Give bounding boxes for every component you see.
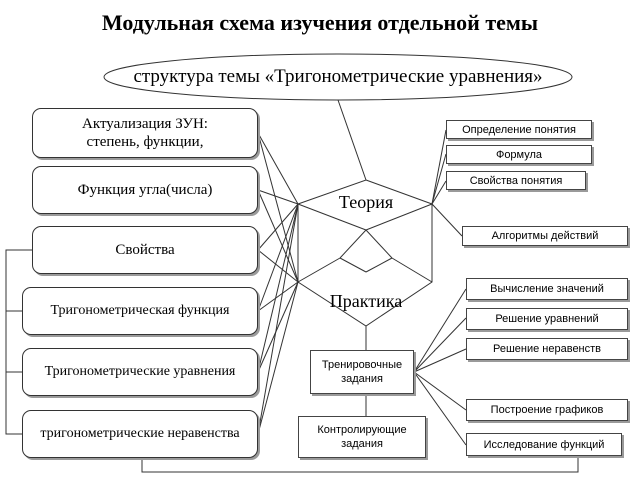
theory-label: Теория [338, 192, 394, 212]
practice-solve-equations: Решение уравнений [466, 308, 628, 330]
block-trig-inequalities: тригонометрические неравенства [22, 410, 258, 458]
block-angle-function: Функция угла(числа) [32, 166, 258, 214]
practice-study-functions: Исследование функций [466, 433, 622, 456]
block-actualization: Актуализация ЗУН: степень, функции, [32, 108, 258, 158]
practice-plot-graphs: Построение графиков [466, 399, 628, 421]
theory-algorithms: Алгоритмы действий [462, 226, 628, 246]
practice-label: Практика [329, 291, 403, 311]
control-tasks: Контролирующие задания [298, 416, 426, 458]
block-trig-function: Тригонометрическая функция [22, 287, 258, 335]
block-properties: Свойства [32, 226, 258, 274]
page-title: Модульная схема изучения отдельной темы [101, 10, 539, 35]
theory-formula: Формула [446, 145, 592, 164]
training-tasks: Тренировочные задания [310, 350, 414, 394]
theory-definition: Определение понятия [446, 120, 592, 139]
structure-label: структура темы «Тригонометрические уравн… [133, 66, 543, 87]
block-trig-equations: Тригонометрические уравнения [22, 348, 258, 396]
practice-compute-values: Вычисление значений [466, 278, 628, 300]
practice-solve-inequalities: Решение неравенств [466, 338, 628, 360]
theory-concept-properties: Свойства понятия [446, 171, 586, 190]
